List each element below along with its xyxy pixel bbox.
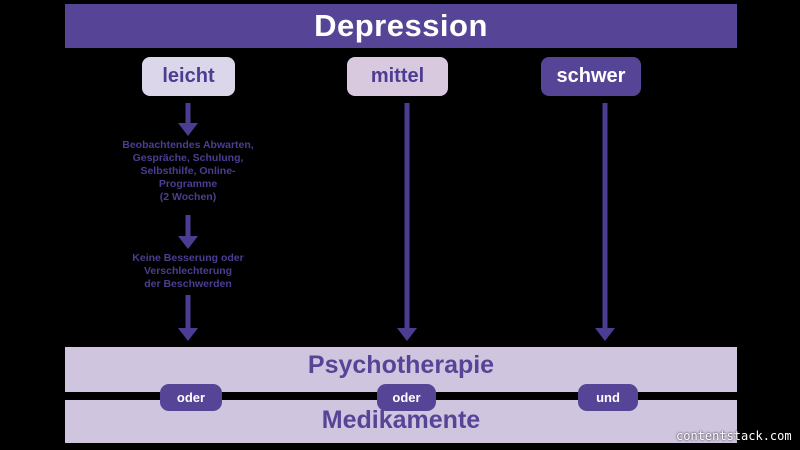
note-no-improvement: Keine Besserung oder Verschlechterung de… bbox=[113, 252, 263, 291]
connector-badge-und: und bbox=[578, 384, 638, 411]
arrow-shaft bbox=[185, 215, 191, 236]
severity-box-mittel: mittel bbox=[347, 57, 448, 96]
note-line: (2 Wochen) bbox=[159, 191, 217, 203]
severity-label-mittel: mittel bbox=[370, 65, 425, 87]
note-line: Verschlechterung bbox=[143, 265, 233, 277]
arrow-shaft bbox=[185, 295, 191, 328]
severity-label-leicht: leicht bbox=[162, 65, 215, 87]
connector-label: und bbox=[596, 390, 620, 405]
severity-label-schwer: schwer bbox=[556, 65, 626, 87]
arrow-shaft bbox=[404, 103, 410, 328]
connector-badge-oder-2: oder bbox=[377, 384, 436, 411]
connector-badge-oder-1: oder bbox=[160, 384, 222, 411]
note-line: Keine Besserung oder bbox=[132, 252, 244, 264]
arrow-head bbox=[178, 328, 198, 341]
connector-label: oder bbox=[176, 390, 206, 405]
note-line: Beobachtendes Abwarten, bbox=[122, 139, 254, 151]
arrow-head bbox=[178, 123, 198, 136]
arrow-head bbox=[178, 236, 198, 249]
note-line: Gespräche, Schulung, bbox=[132, 152, 244, 164]
connector-label: oder bbox=[392, 390, 421, 405]
note-line: der Beschwerden bbox=[144, 278, 232, 290]
page-title: Depression bbox=[314, 8, 488, 43]
arrow-head bbox=[595, 328, 615, 341]
arrow-shaft bbox=[185, 103, 191, 123]
treatment-medication-label: Medikamente bbox=[321, 406, 481, 434]
arrow-shaft bbox=[602, 103, 608, 328]
note-line: Programme bbox=[158, 178, 218, 190]
watermark: contentstack.com bbox=[676, 429, 792, 443]
severity-box-schwer: schwer bbox=[541, 57, 641, 96]
title-bar: Depression bbox=[65, 4, 737, 48]
arrow-head bbox=[397, 328, 417, 341]
treatment-psychotherapy-label: Psychotherapie bbox=[307, 351, 495, 379]
note-line: Selbsthilfe, Online- bbox=[140, 165, 236, 177]
note-watchful-waiting: Beobachtendes Abwarten, Gespräche, Schul… bbox=[113, 139, 263, 204]
severity-box-leicht: leicht bbox=[142, 57, 235, 96]
